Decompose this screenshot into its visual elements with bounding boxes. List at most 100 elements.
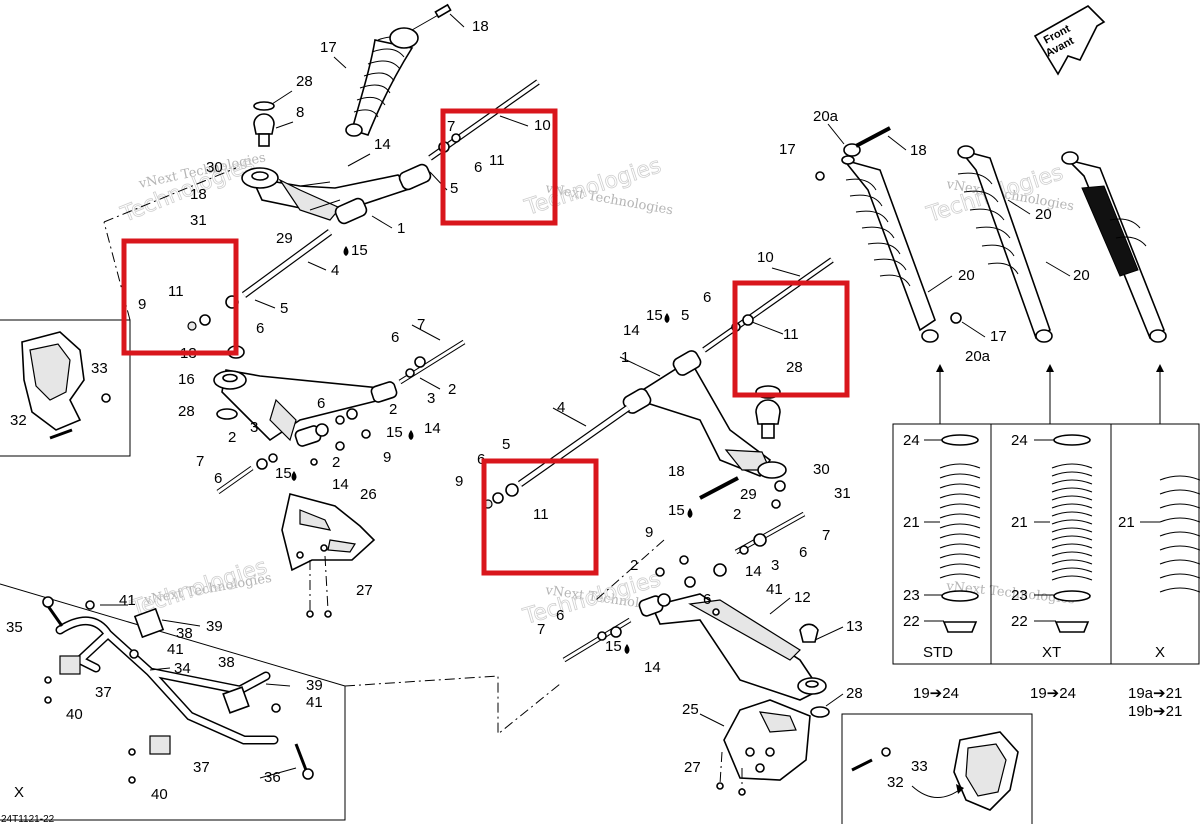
right-pivot-bolts	[483, 257, 834, 509]
right-upper-a-arm	[622, 350, 787, 479]
callout-leader-lines	[100, 13, 1071, 779]
callout-number: 18	[668, 463, 685, 480]
callout-number: 31	[834, 485, 851, 502]
drop-icon	[664, 313, 670, 323]
spring-kit-table: 24 21 23 22 STD 19➔24 24 21 23 22 XT 19➔…	[892, 364, 1200, 720]
callout-number: 15	[386, 424, 403, 441]
callout-number: 1	[397, 220, 405, 237]
callout-number: 2	[733, 506, 741, 523]
callout-number: 6	[214, 470, 222, 487]
callout-number: 9	[383, 449, 391, 466]
callout-number: 29	[276, 230, 293, 247]
callout-number: 20a	[965, 348, 991, 365]
callout-number: 2	[389, 401, 397, 418]
callout-number: 25	[682, 701, 699, 718]
highlight-boxes	[121, 108, 850, 576]
kit-x-item-21: 21	[1118, 514, 1135, 531]
callout-number: 33	[911, 758, 928, 775]
callout-number: 15	[351, 242, 368, 259]
callout-number: 9	[455, 473, 463, 490]
left-knuckle-inset	[0, 221, 131, 457]
callout-number: 14	[374, 136, 391, 153]
callout-number: 17	[320, 39, 337, 56]
callout-number: 39	[206, 618, 223, 635]
kit-xt-range: 19➔24	[1030, 685, 1076, 702]
callout-number: 7	[196, 453, 204, 470]
callout-number: 39	[306, 677, 323, 694]
left-shock-absorber	[345, 3, 452, 137]
callout-number: 20	[958, 267, 975, 284]
callout-number: 30	[813, 461, 830, 478]
callout-number: 14	[332, 476, 349, 493]
callout-number: 20a	[813, 108, 839, 125]
callout-number: X	[14, 784, 24, 801]
callout-number: 15	[605, 638, 622, 655]
callout-number: 6	[256, 320, 264, 337]
callout-number: 36	[264, 769, 281, 786]
callout-number: 29	[740, 486, 757, 503]
kit-std-range: 19➔24	[913, 685, 959, 702]
callout-number: 15	[668, 502, 685, 519]
callout-number: 11	[168, 283, 184, 300]
diagram-code: 24T1121-22	[1, 814, 55, 824]
callout-number: 5	[502, 436, 510, 453]
callout-number: 3	[427, 390, 435, 407]
left-upper-a-arm	[241, 163, 432, 225]
callout-number: 16	[178, 371, 195, 388]
highlight-box	[440, 108, 558, 226]
highlight-box	[481, 458, 599, 576]
stabilizer-bar-assembly	[0, 583, 346, 821]
callout-number: 20	[1073, 267, 1090, 284]
callout-number: 3	[771, 557, 779, 574]
callout-number: 5	[681, 307, 689, 324]
callout-number: 6	[556, 607, 564, 624]
right-skid-guard	[716, 699, 811, 796]
callout-number: 9	[645, 524, 653, 541]
drop-icon	[624, 644, 630, 654]
kit-xt-item-24: 24	[1011, 432, 1028, 449]
callout-number: 6	[703, 289, 711, 306]
callout-number: 27	[356, 582, 373, 599]
kit-x-range-a: 19a➔21	[1128, 685, 1182, 702]
kit-std-variant: STD	[923, 644, 953, 661]
lubricant-drop-icons	[291, 246, 693, 654]
callout-number: 28	[786, 359, 803, 376]
callout-number: 6	[703, 591, 711, 608]
callout-number: 37	[95, 684, 112, 701]
callout-number: 40	[151, 786, 168, 803]
callout-number: 11	[489, 152, 505, 169]
kit-std-item-22: 22	[903, 613, 920, 630]
kit-x-variant: X	[1155, 644, 1165, 661]
callout-number: 7	[447, 118, 455, 135]
callout-number: 14	[644, 659, 661, 676]
left-pivot-bolts	[187, 79, 540, 331]
callout-number: 7	[417, 316, 425, 333]
callout-number: 14	[424, 420, 441, 437]
callout-number: 4	[331, 262, 339, 279]
callout-number: 35	[6, 619, 23, 636]
right-shock-xt	[957, 145, 1053, 343]
right-shock-x	[1061, 151, 1167, 343]
callout-number: 4	[557, 399, 565, 416]
callout-number: 5	[450, 180, 458, 197]
callout-number: 6	[317, 395, 325, 412]
left-lower-a-arm	[213, 345, 398, 447]
callout-number: 9	[138, 296, 146, 313]
drop-icon	[687, 508, 693, 518]
kit-std-item-21: 21	[903, 514, 920, 531]
callout-number: 30	[206, 159, 223, 176]
callout-number: 33	[91, 360, 108, 377]
kit-xt-item-21: 21	[1011, 514, 1028, 531]
kit-xt-item-23: 23	[1011, 587, 1028, 604]
callout-number: 6	[391, 329, 399, 346]
drop-icon	[343, 246, 349, 256]
callout-number: 11	[783, 326, 799, 343]
callout-number: 15	[275, 465, 292, 482]
kit-std-item-23: 23	[903, 587, 920, 604]
callout-number: 17	[779, 141, 796, 158]
